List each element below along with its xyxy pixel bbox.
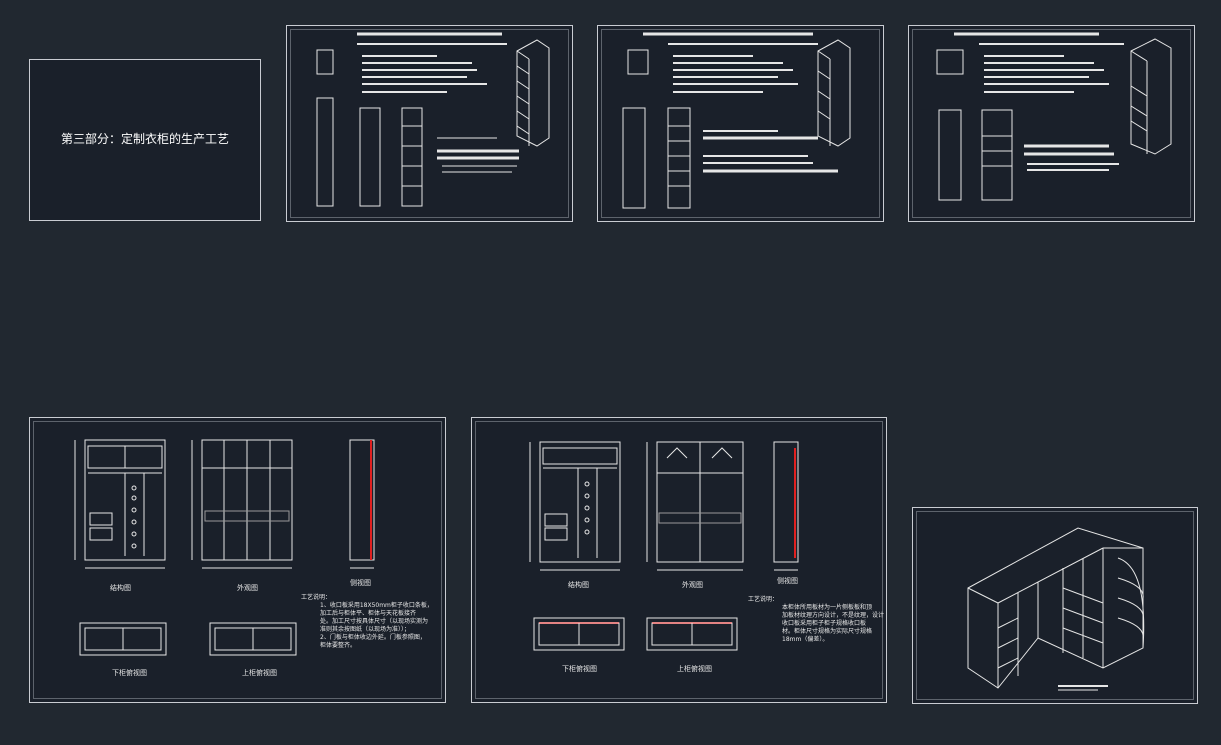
cabinet-sheet-1	[286, 25, 573, 222]
side-view-label: 侧视图	[350, 579, 371, 587]
notes-title: 工艺说明：	[301, 594, 332, 601]
wardrobe-drawing-1	[74, 439, 375, 656]
sheet-border	[475, 421, 883, 699]
upper-plan-label: 上柜俯视图	[677, 665, 712, 673]
upper-plan-label: 上柜俯视图	[242, 669, 277, 677]
exterior-view-label: 外观图	[237, 584, 258, 592]
sheet-border	[33, 421, 442, 699]
cabinet-drawing-1	[316, 32, 550, 207]
wardrobe-drawing-2	[529, 441, 799, 651]
interior-view-label: 结构图	[568, 581, 589, 589]
cabinet-sheet-3	[908, 25, 1195, 222]
interior-view-label: 结构图	[110, 584, 131, 592]
section-title: 第三部分：定制衣柜的生产工艺	[60, 132, 229, 146]
wardrobe-sheet-2: 结构图 外观图 侧视图 下柜俯视图 上柜俯视图 工艺说明： 本柜体所用板材为一片…	[471, 417, 887, 703]
cabinet-drawing-2	[622, 32, 851, 209]
title-sheet: 第三部分：定制衣柜的生产工艺	[29, 59, 261, 221]
wardrobe-sheet-1: 结构图 外观图 侧视图 下柜俯视图 上柜俯视图 工艺说明： 1、收口板采用18X…	[29, 417, 446, 703]
cabinet-sheet-2	[597, 25, 884, 222]
sheet-border	[290, 29, 569, 218]
side-view-label: 侧视图	[777, 577, 798, 585]
sheet-border	[916, 511, 1194, 700]
exterior-view-label: 外观图	[682, 581, 703, 589]
lower-plan-label: 下柜俯视图	[562, 665, 597, 673]
isometric-sheet	[912, 507, 1198, 704]
notes-body: 本柜体所用板材为一片侧板板和顶 加板材纹理方向设计，不是纹理，设计 收口板采用柜…	[782, 604, 885, 643]
notes-body: 1、收口板采用18X50mm柜子收口条板， 加工后与柜体平、柜体与天花板接齐 处…	[320, 602, 433, 649]
sheet-border	[601, 29, 880, 218]
notes-title: 工艺说明：	[748, 596, 779, 603]
sheet-border	[912, 29, 1191, 218]
cabinet-drawing-3	[936, 32, 1172, 201]
isometric-drawing	[967, 527, 1145, 691]
lower-plan-label: 下柜俯视图	[112, 669, 147, 677]
